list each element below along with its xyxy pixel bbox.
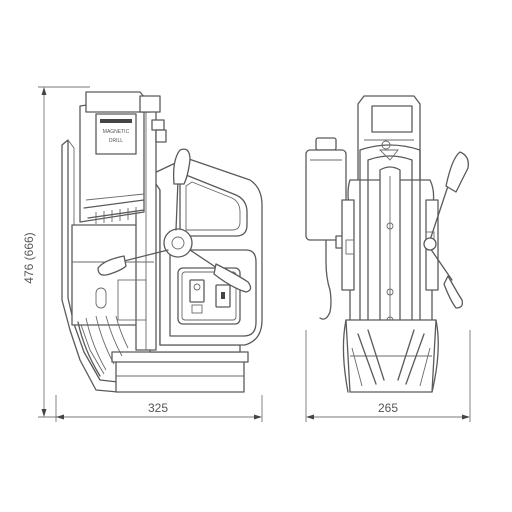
height-dimension: 476 (666)	[22, 86, 90, 418]
front-column	[347, 140, 435, 361]
motor-switch	[189, 279, 205, 303]
front-coolant-bottle	[305, 137, 351, 320]
side-motor-housing: MAGNETIC DRILL	[79, 91, 167, 224]
front-view	[305, 95, 469, 393]
side-magnetic-base	[111, 351, 249, 393]
front-guard-slots	[351, 329, 431, 387]
height-dimension-label: 476 (666)	[22, 232, 36, 283]
motor-switch-indicator	[193, 283, 201, 291]
side-feed-handle	[97, 148, 252, 293]
side-width-dimension: 325	[55, 395, 263, 422]
side-nameplate-line1: MAGNETIC	[103, 129, 130, 135]
side-view: MAGNETIC DRILL	[61, 91, 263, 393]
side-nameplate-line2: DRILL	[109, 138, 123, 144]
side-guard-slots	[77, 315, 129, 377]
front-width-dimension-label: 265	[378, 401, 398, 415]
front-feed-handle	[423, 151, 469, 309]
front-width-dimension: 265	[305, 330, 471, 422]
front-magnetic-base	[342, 319, 439, 393]
front-motor-top	[357, 95, 421, 201]
side-width-dimension-label: 325	[148, 401, 168, 415]
